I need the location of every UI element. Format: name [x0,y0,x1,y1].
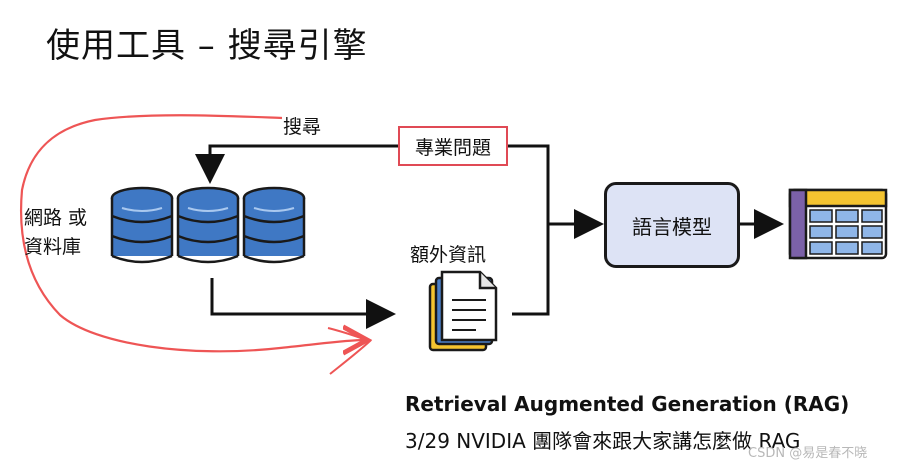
page-title: 使用工具 – 搜尋引擎 [46,26,368,66]
search-label: 搜尋 [283,116,322,138]
document-to-llm-line [512,224,550,316]
question-to-database-arrow [195,144,398,184]
database-icon [110,186,306,264]
llm-label: 語言模型 [632,214,712,239]
search-loop-arrow [19,114,365,351]
source-label-line2: 資料庫 [24,236,82,258]
document-stack-icon [428,270,498,352]
llm-box: 語言模型 [604,182,740,268]
table-icon [788,188,888,260]
database-to-document-arrow [210,278,396,329]
question-label: 專業問題 [414,136,491,159]
caption-title: Retrieval Augmented Generation (RAG) [405,392,850,416]
question-to-llm-line [508,144,550,224]
search-loop-arrow-tail [327,327,372,375]
watermark: CSDN @易是春不晓 [748,446,868,461]
question-box: 專業問題 [398,126,508,166]
caption-subtitle: 3/29 NVIDIA 團隊會來跟大家講怎麼做 RAG [405,429,801,453]
extra-info-label: 額外資訊 [410,244,487,266]
source-label-line1: 網路 或 [24,207,88,229]
